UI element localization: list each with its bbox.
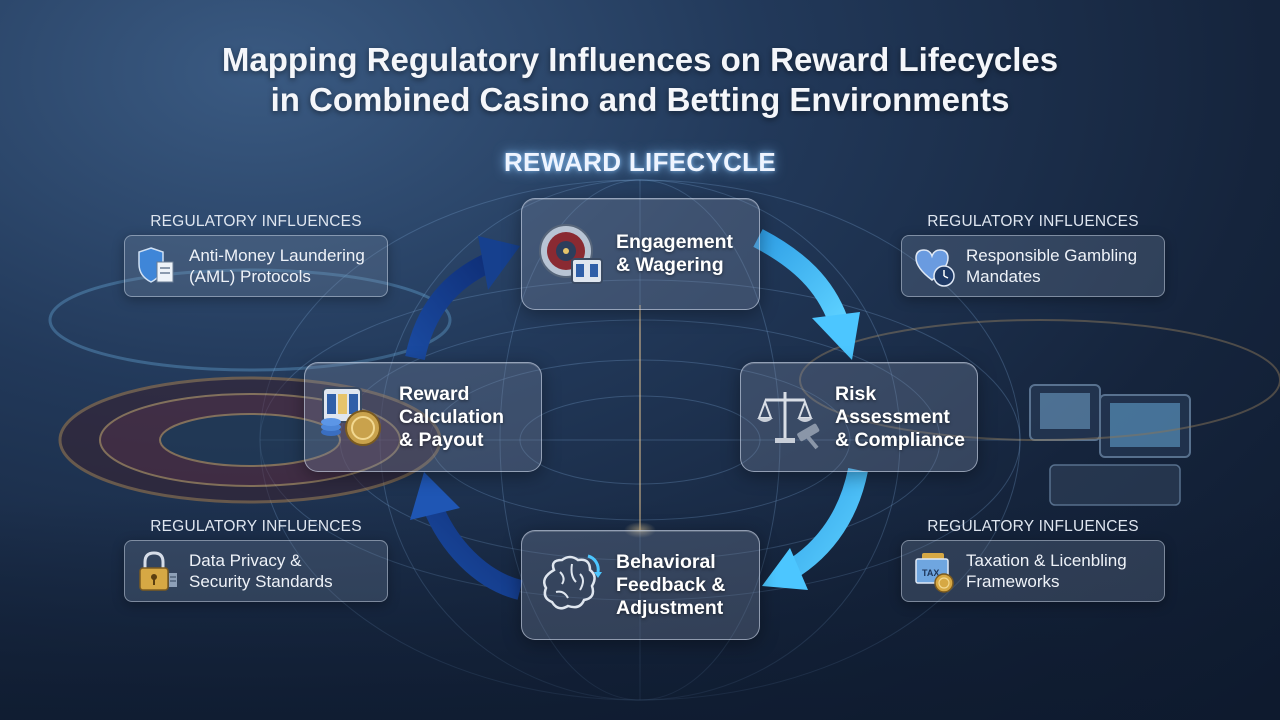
arrow-reward-to-engagement-head xyxy=(478,236,520,290)
arrow-feedback-to-reward-head xyxy=(410,472,460,520)
page-title: Mapping Regulatory Influences on Reward … xyxy=(221,41,1059,118)
roulette-slot-icon xyxy=(539,224,603,284)
influence-aml-text: Anti-Money Laundering (AML) Protocols xyxy=(189,246,365,286)
slot-coins-icon xyxy=(321,387,381,446)
padlock-icon xyxy=(139,551,177,591)
stage-reward: Reward Calculation & Payout xyxy=(304,362,542,472)
influence-responsible-text: Responsible Gambling Mandates xyxy=(966,246,1138,286)
influence-caption-top-right: REGULATORY INFLUENCES xyxy=(927,213,1139,230)
arrow-engagement-to-risk-head xyxy=(812,312,860,360)
influence-privacy-text: Data Privacy & Security Standards xyxy=(189,551,333,591)
brain-icon xyxy=(543,554,602,610)
stage-engagement: Engagement & Wagering xyxy=(521,198,760,310)
influence-caption-bottom-right: REGULATORY INFLUENCES xyxy=(927,518,1139,535)
stage-feedback-label: Behavioral Feedback & Adjustment xyxy=(616,550,726,619)
stage-risk: Risk Assessment & Compliance xyxy=(740,362,978,472)
heart-clock-icon xyxy=(915,249,955,287)
stage-reward-label: Reward Calculation & Payout xyxy=(399,382,505,451)
influence-aml: Anti-Money Laundering (AML) Protocols xyxy=(124,235,388,297)
scales-gavel-icon xyxy=(757,392,820,450)
influence-data-privacy: Data Privacy & Security Standards xyxy=(124,540,388,602)
influence-responsible-gambling: Responsible Gambling Mandates xyxy=(901,235,1165,297)
tax-label: TAX xyxy=(922,568,939,578)
influence-caption-top-left: REGULATORY INFLUENCES xyxy=(150,213,362,230)
stage-risk-label: Risk Assessment & Compliance xyxy=(835,382,966,451)
shield-document-icon xyxy=(138,247,174,283)
stage-engagement-label: Engagement & Wagering xyxy=(616,231,734,276)
arrow-feedback-to-reward xyxy=(422,501,523,600)
arrow-risk-to-feedback-head xyxy=(762,548,808,590)
influence-taxation-text: Taxation & Licenbling Frameworks xyxy=(966,551,1127,591)
stage-feedback: Behavioral Feedback & Adjustment xyxy=(521,530,760,640)
arrow-engagement-to-risk xyxy=(753,229,848,324)
cycle-title: REWARD LIFECYCLE xyxy=(503,147,777,177)
influence-taxation: TAX Taxation & Licenbling Frameworks xyxy=(901,540,1165,602)
betting-terminals-bg xyxy=(799,319,1280,506)
influence-caption-bottom-left: REGULATORY INFLUENCES xyxy=(150,518,362,535)
arrow-reward-to-engagement xyxy=(405,252,495,361)
tax-coin-icon: TAX xyxy=(915,553,954,593)
